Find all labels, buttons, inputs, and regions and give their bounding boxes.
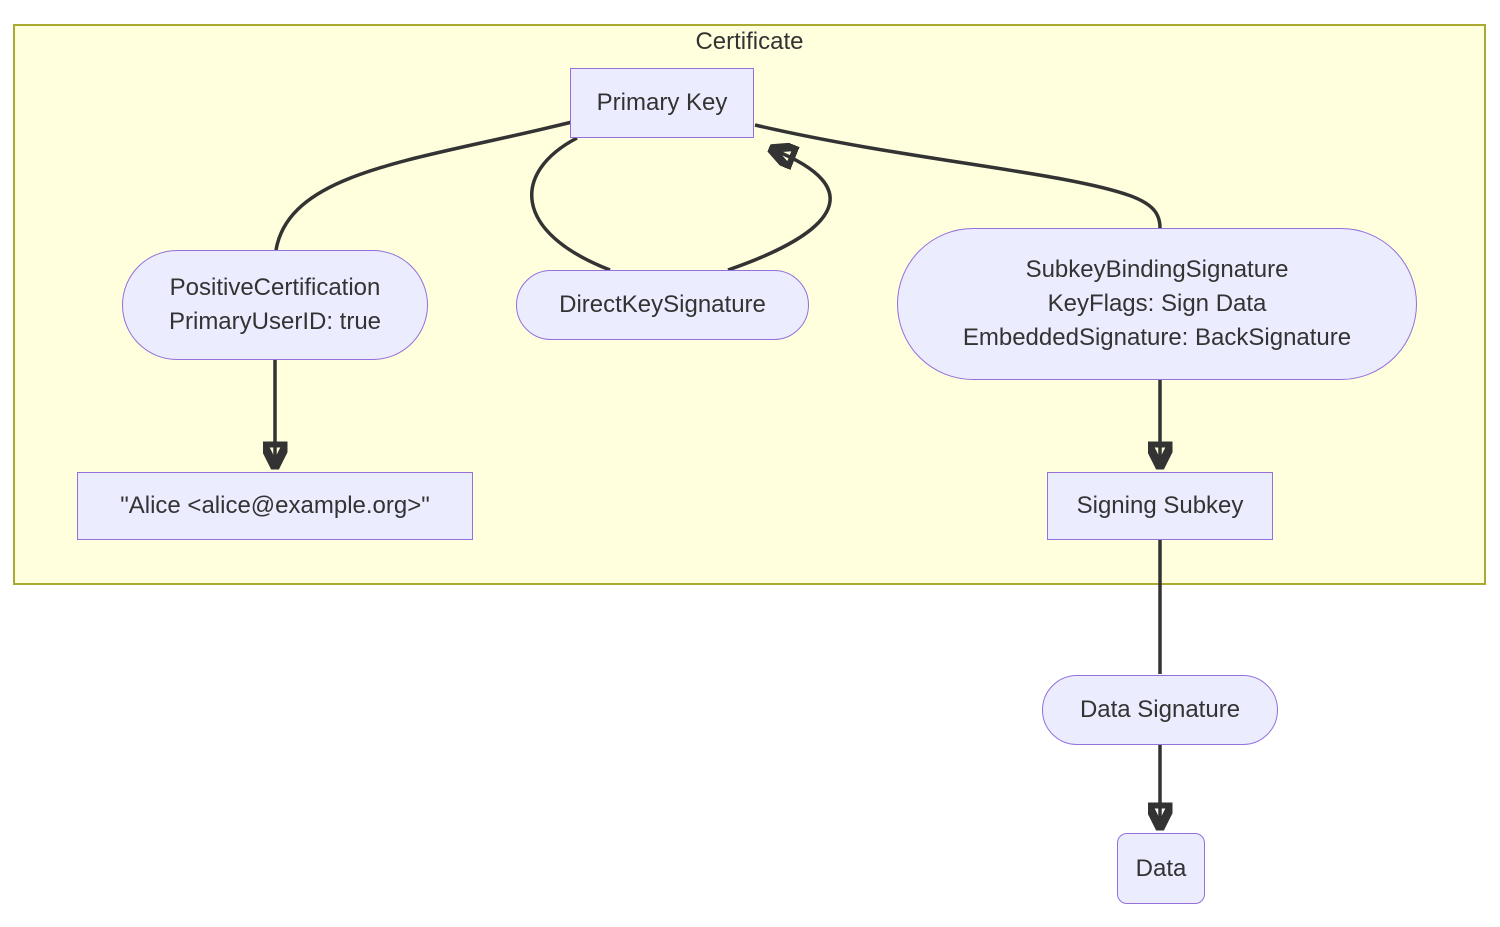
edge-direct-key-signature-to-primary-key [727,150,832,272]
edge-primary-key-to-subkey-binding-signature [754,123,1162,229]
node-signing-subkey-label: Signing Subkey [1076,492,1244,519]
edge-primary-key-to-direct-key-signature [530,136,611,272]
node-direct-key-signature-label: DirectKeySignature [559,291,766,318]
node-subkey-binding-signature-line2: KeyFlags: Sign Data [1047,290,1267,317]
node-positive-certification: PositiveCertification PrimaryUserID: tru… [122,250,428,360]
node-subkey-binding-signature-line1: SubkeyBindingSignature [1025,256,1289,283]
node-user-id-label: "Alice <alice@example.org>" [120,492,430,519]
node-primary-key-label: Primary Key [596,89,728,116]
node-primary-key: Primary Key [570,68,754,138]
certificate-cluster-title: Certificate [695,28,804,55]
node-positive-certification-line2: PrimaryUserID: true [168,308,382,335]
node-subkey-binding-signature-line3: EmbeddedSignature: BackSignature [962,324,1352,351]
node-data-label: Data [1135,854,1187,882]
node-data-signature: Data Signature [1042,675,1278,745]
edge-primary-key-to-positive-certification [274,120,573,251]
node-data-signature-label: Data Signature [1079,696,1241,723]
node-subkey-binding-signature: SubkeyBindingSignature KeyFlags: Sign Da… [897,228,1417,380]
node-data: Data [1117,833,1205,904]
node-direct-key-signature: DirectKeySignature [516,270,809,340]
node-user-id: "Alice <alice@example.org>" [77,472,473,540]
node-signing-subkey: Signing Subkey [1047,472,1273,540]
node-positive-certification-line1: PositiveCertification [169,274,381,301]
